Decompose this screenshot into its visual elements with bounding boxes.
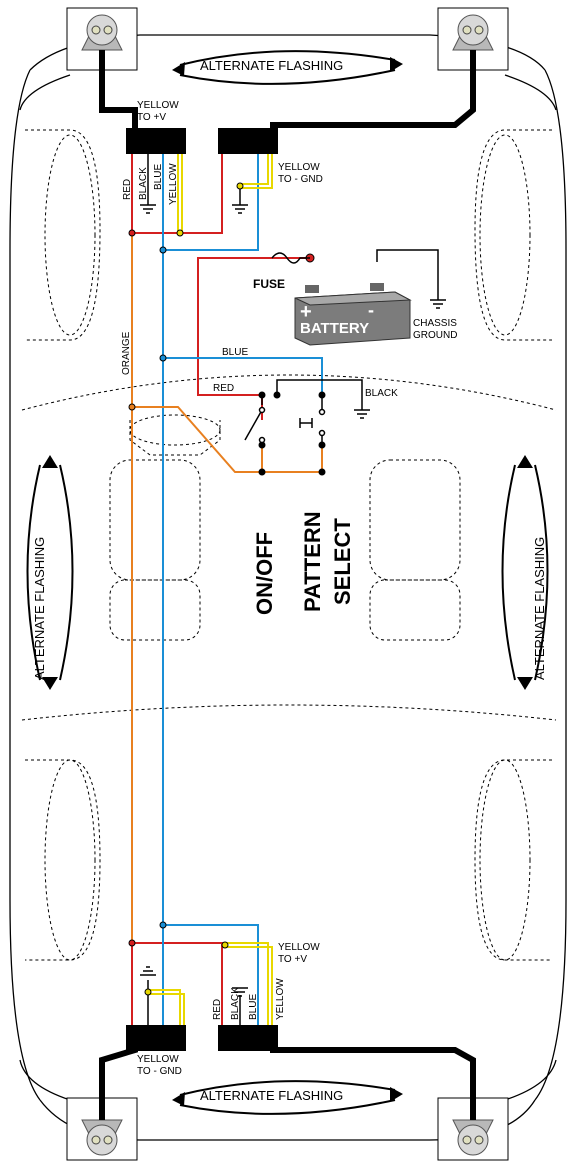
battery (294, 283, 412, 346)
bottom-yellow-label: YELLOW (278, 942, 320, 953)
flash-arrowheads (42, 57, 533, 1106)
mid-black-label: BLACK (365, 388, 398, 399)
mid-red-label: RED (213, 383, 234, 394)
orange-wire (131, 233, 323, 943)
connector-bottom-right (218, 1025, 278, 1051)
on-off-label: ON/OFF (252, 532, 277, 615)
top-right-to-gnd-label: TO - GND (278, 174, 323, 185)
top-black-label: BLACK (138, 167, 149, 200)
car-cabin-dashes (21, 374, 557, 721)
ground-symbols (140, 204, 446, 997)
top-yellow-vert-label: YELLOW (168, 163, 179, 205)
alt-flash-bottom-label: ALTERNATE FLASHING (200, 1088, 343, 1103)
bottom-black-label: BLACK (230, 987, 241, 1020)
fuse-symbol (271, 252, 310, 264)
connector-bottom-left (126, 1025, 186, 1051)
mid-blue-label: BLUE (222, 347, 248, 358)
bottom-left-to-gnd-label: TO - GND (137, 1066, 182, 1077)
bottom-to-pos-label: TO +V (278, 954, 307, 965)
orange-label: ORANGE (121, 331, 132, 375)
on-off-switch (244, 395, 266, 445)
connector-top-left (126, 128, 186, 154)
flash-arcs (26, 50, 549, 1115)
wire-nodes (128, 182, 326, 996)
top-blue-label: BLUE (153, 164, 164, 190)
light-head-bottom-right (437, 1097, 509, 1161)
battery-minus: - (368, 300, 374, 320)
top-yellow-label: YELLOW (137, 100, 179, 111)
wheels (25, 129, 552, 961)
yellow-wire (148, 154, 273, 1025)
battery-plus: + (300, 301, 312, 323)
bottom-yellow-vert-label: YELLOW (275, 978, 286, 1020)
ground-label: GROUND (413, 330, 457, 341)
black-wire (147, 154, 439, 1025)
alt-flash-top-label: ALTERNATE FLASHING (200, 58, 343, 73)
chassis-label: CHASSIS (413, 318, 457, 329)
pattern-label: PATTERN (300, 511, 325, 612)
bottom-red-label: RED (212, 999, 223, 1020)
top-to-pos-label: TO +V (137, 112, 166, 123)
top-red-label: RED (122, 179, 133, 200)
fuse-label: FUSE (253, 277, 285, 291)
alt-flash-right-label: ALTERNATE FLASHING (532, 537, 547, 680)
bottom-blue-label: BLUE (248, 994, 259, 1020)
alt-flash-left-label: ALTERNATE FLASHING (32, 537, 47, 680)
select-label: SELECT (330, 518, 355, 605)
battery-label: BATTERY (300, 320, 369, 337)
light-head-bottom-left (66, 1097, 138, 1161)
car-outline (9, 34, 567, 1141)
connector-top-right (218, 128, 278, 154)
pattern-select-switch (299, 395, 326, 445)
blue-wire (162, 154, 323, 1025)
top-right-yellow-label: YELLOW (278, 162, 320, 173)
bottom-left-yellow-label: YELLOW (137, 1054, 179, 1065)
